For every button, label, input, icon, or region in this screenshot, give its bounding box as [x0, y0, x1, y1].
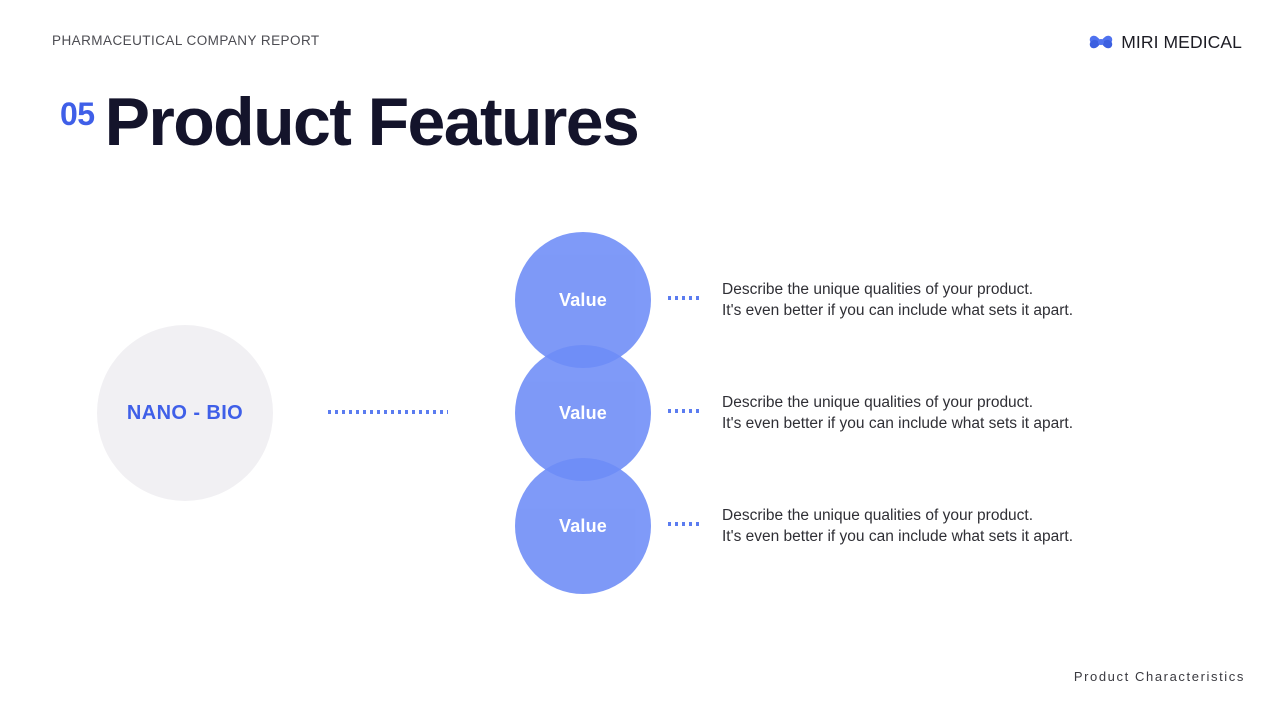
value-circle-stack: Value Value Value: [515, 232, 651, 594]
connector-dots-main: [328, 410, 448, 414]
connector-dots-row-3: [668, 522, 700, 526]
description-row-1: Describe the unique qualities of your pr…: [722, 279, 1142, 321]
value-circle-label: Value: [558, 289, 608, 310]
connector-dots-row-2: [668, 409, 700, 413]
description-line-2: It's even better if you can include what…: [722, 528, 1074, 545]
section-title-text: Product Features: [104, 84, 640, 160]
value-circle-3[interactable]: Value: [515, 458, 651, 594]
page-title: 05 Product Features: [60, 88, 640, 156]
brand-logo: MIRI MEDICAL: [1087, 28, 1242, 56]
description-row-3: Describe the unique qualities of your pr…: [722, 505, 1142, 547]
description-line-1: Describe the unique qualities of your pr…: [722, 281, 1034, 298]
hub-label: NANO - BIO: [126, 401, 244, 424]
description-row-2: Describe the unique qualities of your pr…: [722, 392, 1142, 434]
value-circle-label: Value: [558, 402, 608, 423]
value-circle-label: Value: [558, 515, 608, 536]
description-line-2: It's even better if you can include what…: [722, 415, 1074, 432]
description-line-2: It's even better if you can include what…: [722, 302, 1074, 319]
section-number: 05: [60, 96, 95, 132]
hub-circle: NANO - BIO: [97, 325, 273, 501]
connector-dots-row-1: [668, 296, 700, 300]
footer-note-label: Product Characteristics: [1073, 669, 1245, 684]
report-eyebrow-label: PHARMACEUTICAL COMPANY REPORT: [52, 33, 320, 48]
description-line-1: Describe the unique qualities of your pr…: [722, 394, 1034, 411]
brand-name-label: MIRI MEDICAL: [1121, 31, 1242, 52]
medical-clover-icon: [1087, 28, 1115, 56]
description-line-1: Describe the unique qualities of your pr…: [722, 507, 1034, 524]
